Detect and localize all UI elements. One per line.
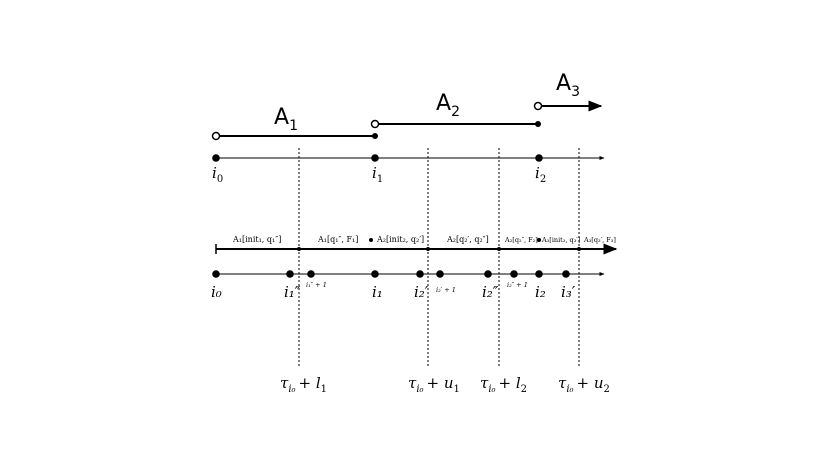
- bottom-label-i2p-plus: i₂′ + 1: [436, 286, 456, 294]
- bottom-label-i1pp: i₁″: [284, 283, 301, 301]
- bottom-label-i1pp-plus: i₁″ + 1: [306, 281, 327, 289]
- bound-label-l1: τi₀+ l1: [280, 374, 327, 395]
- seg-mark-1: [297, 247, 301, 251]
- segment-bullet-a3: [537, 238, 541, 242]
- bottom-point-i2: [535, 270, 543, 278]
- bottom-label-i2pp-plus: i₂″ + 1: [507, 281, 528, 289]
- segment-label-5: A₂[q₂″, F₂]: [504, 236, 538, 244]
- bottom-label-i1: i₁: [372, 283, 383, 301]
- segment-timeline: [215, 243, 618, 255]
- segment-label-3: A₂[init₂, q₂′]: [376, 235, 424, 244]
- bottom-point-i1pp: [286, 270, 294, 278]
- bottom-label-i2pp: i₂″: [482, 283, 499, 301]
- label-a2: A2: [436, 91, 460, 120]
- interval-a1-closed: [372, 133, 378, 139]
- bottom-point-i1: [371, 270, 379, 278]
- bottom-point-i2p-plus: [436, 270, 444, 278]
- top-point-i1: [371, 154, 379, 162]
- segment-bullet-a2: [369, 238, 373, 242]
- bottom-label-i2p: i₂′: [414, 283, 429, 301]
- automaton-intervals: [211, 100, 603, 141]
- segment-label-4: A₂[q₂′, q₂″]: [446, 235, 489, 244]
- bottom-point-i2p: [416, 270, 424, 278]
- bound-label-u2: τi₀+ u2: [558, 374, 610, 395]
- interval-a2-closed: [535, 121, 541, 127]
- top-label-i1: i1: [372, 164, 383, 185]
- segment-label-6: A₃[init₃, q₃′]: [541, 236, 580, 244]
- bound-label-u1: τi₀+ u1: [408, 374, 460, 395]
- interval-a1-open: [211, 131, 221, 141]
- bottom-point-i0: [212, 270, 220, 278]
- bottom-point-i2pp: [484, 270, 492, 278]
- top-point-i2: [535, 154, 543, 162]
- label-a3: A3: [556, 71, 580, 100]
- segment-label-7: A₃[q₃′, F₃]: [583, 236, 616, 244]
- segment-label-1: A₁[init₁, q₁″]: [232, 235, 281, 244]
- top-label-i0: i0: [212, 164, 223, 185]
- interval-a3-open: [533, 101, 543, 111]
- bottom-label-i3p: i₃′: [561, 283, 576, 301]
- bottom-timeline: [212, 270, 605, 278]
- interval-a2-open: [370, 119, 380, 129]
- label-a1: A1: [274, 105, 298, 134]
- bottom-point-i2pp-plus: [510, 270, 518, 278]
- time-bound-guides: [298, 148, 580, 368]
- segment-label-2: A₁[q₁″, F₁]: [317, 235, 358, 244]
- top-label-i2: i2: [535, 164, 546, 185]
- seg-mark-4: [577, 247, 581, 251]
- bound-label-l2: τi₀+ l2: [480, 374, 527, 395]
- seg-mark-3: [497, 247, 501, 251]
- bottom-label-i2: i₂: [535, 283, 546, 301]
- bottom-point-i1pp-plus: [307, 270, 315, 278]
- top-timeline: [212, 154, 605, 162]
- top-point-i0: [212, 154, 220, 162]
- bottom-label-i0: i₀: [211, 283, 222, 301]
- bottom-point-i3p: [562, 270, 570, 278]
- seg-mark-2: [426, 247, 430, 251]
